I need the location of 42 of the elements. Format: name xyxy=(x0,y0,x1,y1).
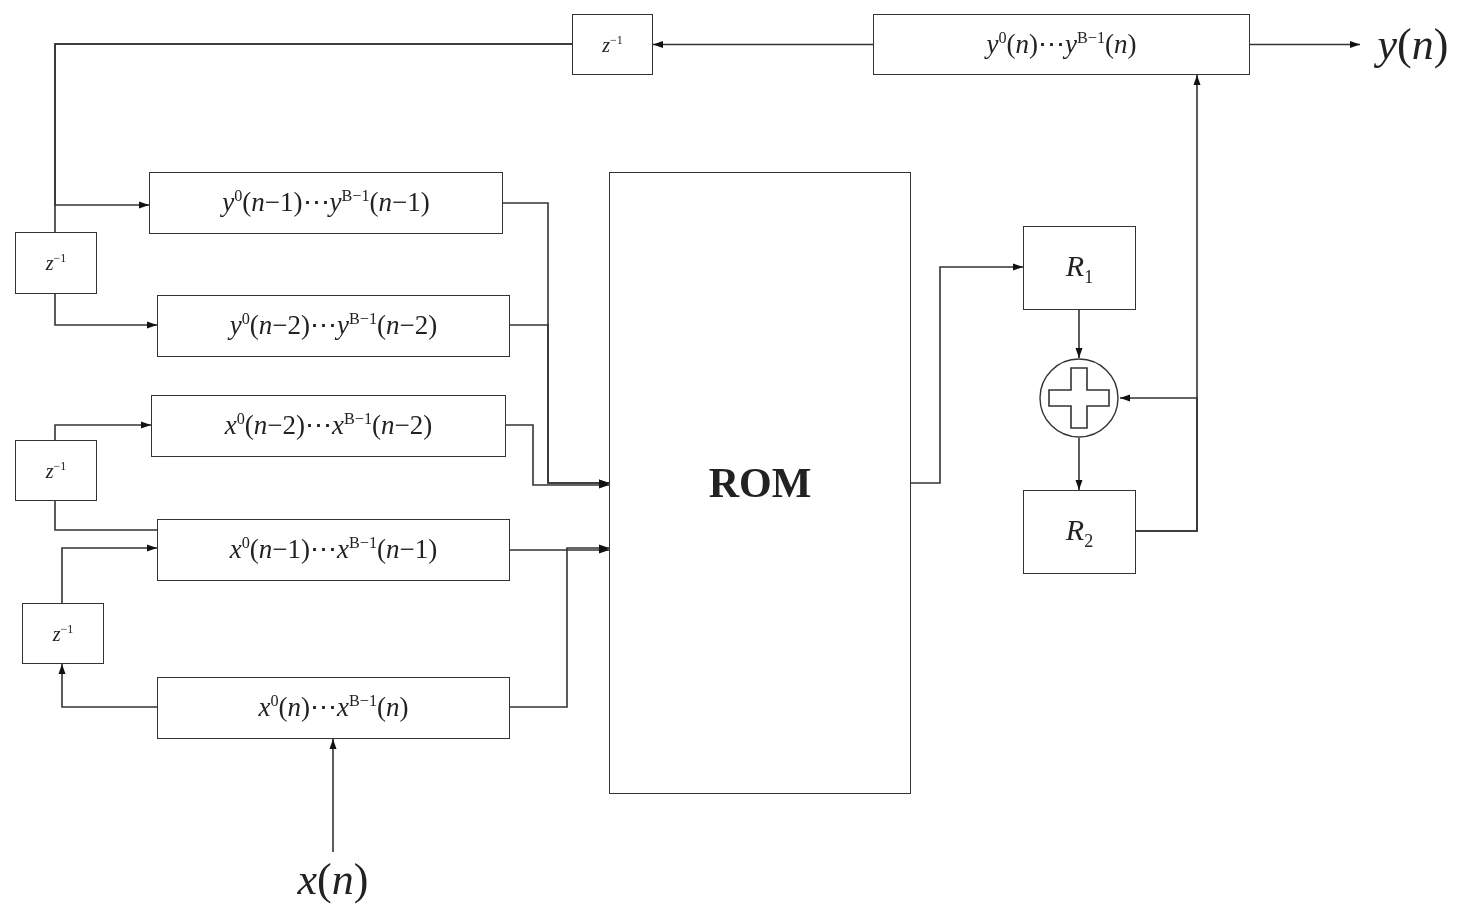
register-box xyxy=(149,172,503,234)
formula-label: x$^{0}$(n)⋯x$^{B−1}$(n) xyxy=(258,693,409,723)
register-box xyxy=(873,14,1250,75)
formula-label: y$^{0}$(n)⋯y$^{B−1}$(n) xyxy=(986,29,1137,60)
arrow xyxy=(509,324,610,487)
arrow xyxy=(652,41,874,48)
arrow xyxy=(61,544,158,604)
arrow xyxy=(54,421,152,441)
formula-label: x$^{0}$(n−2)⋯x$^{B−1}$(n−2) xyxy=(224,411,433,441)
register-box xyxy=(151,395,506,457)
arrow xyxy=(505,424,610,489)
arrow xyxy=(1075,309,1083,359)
formula-label: x$^{0}$(n−1)⋯x$^{B−1}$(n−1) xyxy=(229,535,438,565)
arrow xyxy=(54,293,158,329)
arrow xyxy=(329,738,337,853)
arrow xyxy=(58,663,158,708)
rom-box xyxy=(609,172,911,794)
delay-box xyxy=(22,603,104,664)
register-box xyxy=(1023,490,1136,574)
arrow xyxy=(1075,437,1083,491)
register-box xyxy=(157,295,510,357)
delay-box xyxy=(572,14,653,75)
rom-label: ROM xyxy=(708,459,812,507)
arrow xyxy=(509,544,610,708)
formula-label: y$^{0}$(n−1)⋯y$^{B−1}$(n−1) xyxy=(222,188,430,218)
arrow xyxy=(1249,41,1361,48)
formula-label: y$^{0}$(n−2)⋯y$^{B−1}$(n−2) xyxy=(229,311,438,341)
delay-box xyxy=(15,232,97,294)
arrow xyxy=(509,546,610,554)
formula-label: z$^{−1}$ xyxy=(602,33,623,56)
register-box xyxy=(157,519,510,581)
formula-label: R$_{2}$ xyxy=(1065,512,1094,552)
delay-box xyxy=(15,440,97,501)
formula-label: R$_{1}$ xyxy=(1065,248,1094,288)
register-box xyxy=(157,677,510,739)
register-box xyxy=(1023,226,1136,310)
formula-label: z$^{−1}$ xyxy=(52,622,74,645)
formula-label: z$^{−1}$ xyxy=(45,459,67,482)
arrow xyxy=(1135,74,1201,532)
formula-label: z$^{−1}$ xyxy=(45,252,67,274)
formula-label: x(n) xyxy=(297,855,369,905)
arrow xyxy=(910,263,1024,484)
